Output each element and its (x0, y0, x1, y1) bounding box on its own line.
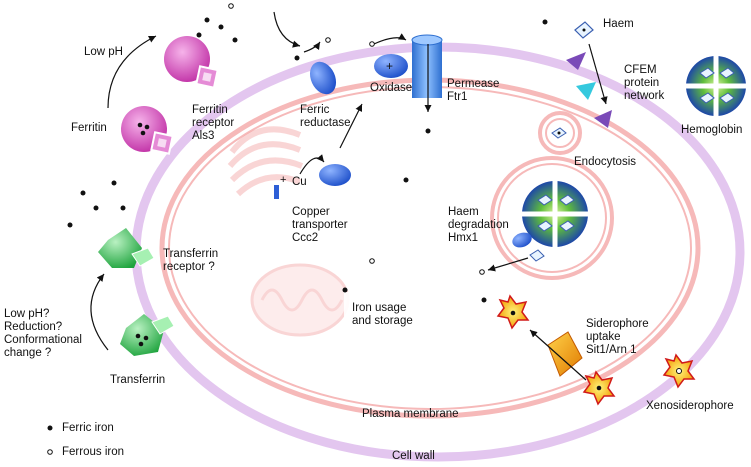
iron-usage-box (344, 292, 434, 336)
copper-to-oxidase-arrow (339, 103, 363, 149)
xenosiderophore-star (662, 353, 696, 389)
low-ph-arrow (107, 35, 157, 109)
legend-ferrous-dot (47, 449, 53, 455)
hemoglobin-icon (686, 56, 746, 116)
siderophore-uptake-label: Siderophore uptake Sit1/Arn 1 (586, 318, 649, 356)
haem-arrow (588, 43, 608, 105)
haem-icon (574, 21, 594, 39)
hemoglobin-internal (522, 181, 588, 247)
siderophore-transporter (547, 331, 583, 377)
oxidase-arrow (373, 33, 407, 45)
mitochondrion (250, 263, 350, 337)
ferric-iron-dots (67, 17, 548, 303)
haem-degradation-arrow (487, 257, 529, 272)
cu-arrow (299, 154, 325, 175)
cell-wall-label: Cell wall (392, 450, 435, 462)
transferrin-label: Transferrin (110, 374, 166, 386)
cfem-protein-network (566, 52, 612, 128)
permease-ftr1 (412, 40, 442, 98)
siderophore-star-inside (496, 294, 530, 330)
svg-text:+: + (280, 174, 286, 186)
iron-usage-label: Iron usage and storage (352, 302, 413, 327)
ferrous-iron-dots (228, 3, 485, 275)
legend-ferric-dot (47, 425, 53, 431)
ferritin-receptor-label: Ferritin receptor Als3 (192, 104, 235, 142)
ferritin-label: Ferritin (71, 122, 107, 134)
legend-ferric-label: Ferric iron (62, 422, 114, 434)
plasma-membrane-label: Plasma membrane (362, 408, 459, 420)
haem-degradation-label: Haem degradation Hmx1 (448, 206, 509, 244)
oxidase-label: Oxidase (370, 82, 413, 94)
endocytic-vacuole (490, 156, 614, 280)
haem-fragment (529, 249, 545, 262)
oxidase-protein (374, 54, 408, 78)
transferrin-small (151, 315, 175, 335)
transferrin-protein (120, 314, 164, 356)
endocytic-vesicle (538, 111, 582, 155)
cfem-label: CFEM protein network (624, 64, 665, 102)
svg-text:+: + (386, 59, 393, 73)
cu-label: Cu (292, 176, 307, 188)
golgi-organelle (227, 126, 304, 197)
xenosiderophore-label: Xenosiderophore (646, 400, 734, 412)
copper-transporter-small (274, 185, 279, 199)
transferrin-receptor-label: Transferrin receptor ? (163, 248, 219, 273)
low-ph-question-label: Low pH? Reduction? Conformational change… (4, 308, 82, 359)
haem-in-vesicle (551, 127, 567, 139)
siderophore-arrow (529, 329, 587, 381)
transferrin-arrow (90, 273, 109, 351)
low-ph-label: Low pH (84, 46, 123, 58)
siderophore-star-outside (582, 370, 616, 406)
legend-ferrous-label: Ferrous iron (62, 446, 124, 458)
reductase-out-arrow (303, 41, 321, 53)
ferric-reductase-label: Ferric reductase (300, 104, 351, 129)
copper-transporter-protein (319, 164, 351, 186)
reductase-arrow (273, 11, 301, 48)
ferric-reductase-protein (309, 61, 337, 95)
copper-transporter-label: Copper transporter Ccc2 (292, 206, 348, 244)
hmx1-protein (512, 232, 532, 248)
hemoglobin-label: Hemoglobin (681, 124, 743, 136)
transferrin-receptor-protein (98, 228, 142, 268)
permease-label: Permease Ftr1 (447, 78, 500, 103)
endocytosis-label: Endocytosis (574, 156, 637, 168)
haem-label: Haem (603, 18, 634, 30)
transferrin-receptor-small (131, 247, 155, 267)
ferritin-receptor (150, 65, 219, 155)
